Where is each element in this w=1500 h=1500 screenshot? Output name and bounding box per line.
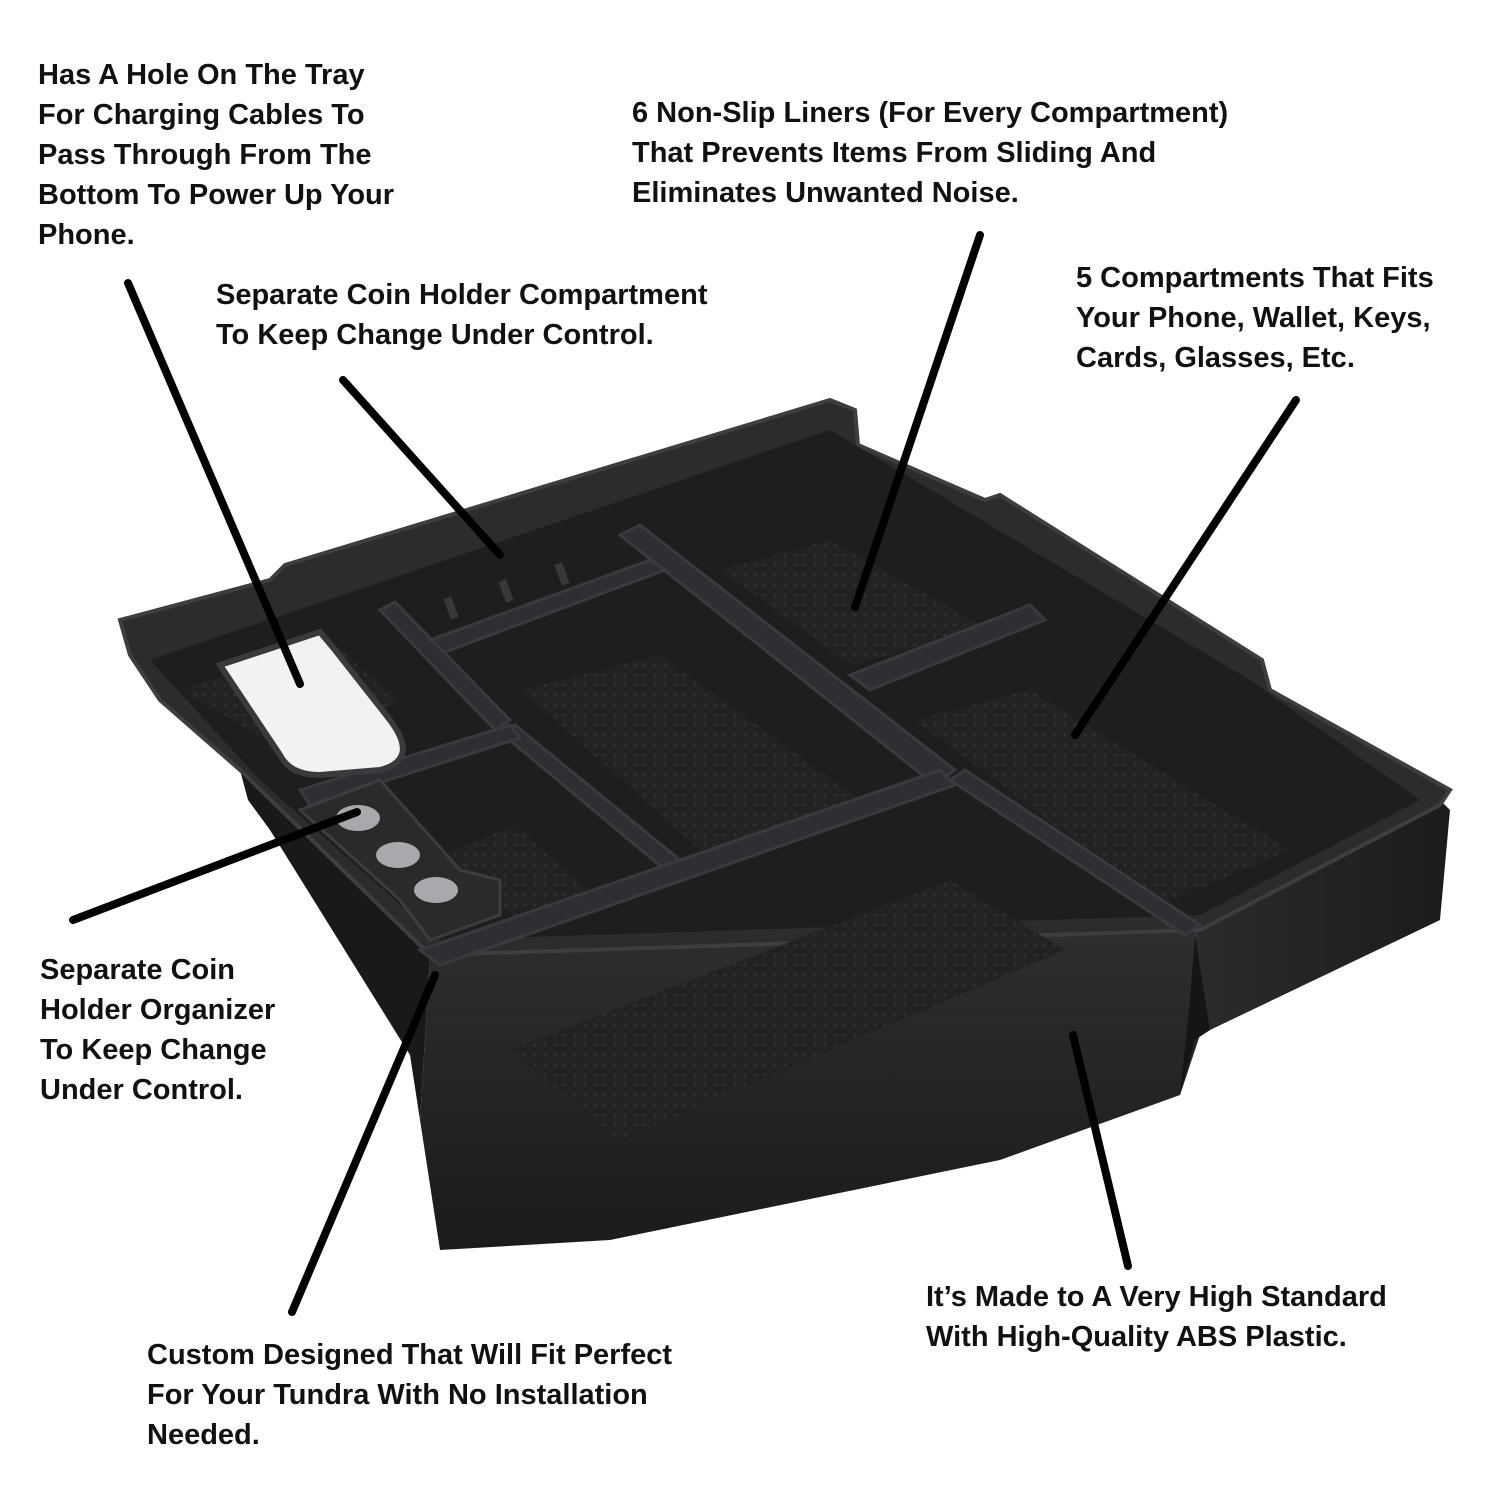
callout-coin-compartment: Separate Coin Holder Compartment To Keep… xyxy=(216,279,708,351)
arrow-pointer-icon xyxy=(1069,1031,1132,1270)
callout-charging-hole: Has A Hole On The Tray For Charging Cabl… xyxy=(38,59,395,251)
callout-non-slip-liners: 6 Non-Slip Liners (For Every Compartment… xyxy=(632,97,1229,209)
arrow-pointer-icon xyxy=(339,376,504,559)
callout-high-standard: It’s Made to A Very High Standard With H… xyxy=(926,1281,1387,1353)
coin-holder xyxy=(297,778,502,942)
arrow-pointer-icon xyxy=(1071,396,1300,739)
callout-coin-organizer: Separate Coin Holder Organizer To Keep C… xyxy=(40,954,276,1106)
arrow-pointer-icon xyxy=(288,971,439,1316)
pointer-arrows xyxy=(69,231,1300,1316)
callout-five-compartments: 5 Compartments That Fits Your Phone, Wal… xyxy=(1076,262,1434,374)
callout-custom-fit: Custom Designed That Will Fit Perfect Fo… xyxy=(147,1339,673,1451)
arrow-pointer-icon xyxy=(124,279,304,688)
coin-icon xyxy=(376,842,420,868)
arrow-pointer-icon xyxy=(69,808,361,924)
charging-hole xyxy=(215,628,406,779)
coin-icon xyxy=(414,877,458,903)
arrow-pointer-icon xyxy=(851,231,984,611)
coin-icon xyxy=(336,805,380,831)
rear-ridges xyxy=(443,562,570,620)
compartment-dividers xyxy=(297,523,1203,967)
